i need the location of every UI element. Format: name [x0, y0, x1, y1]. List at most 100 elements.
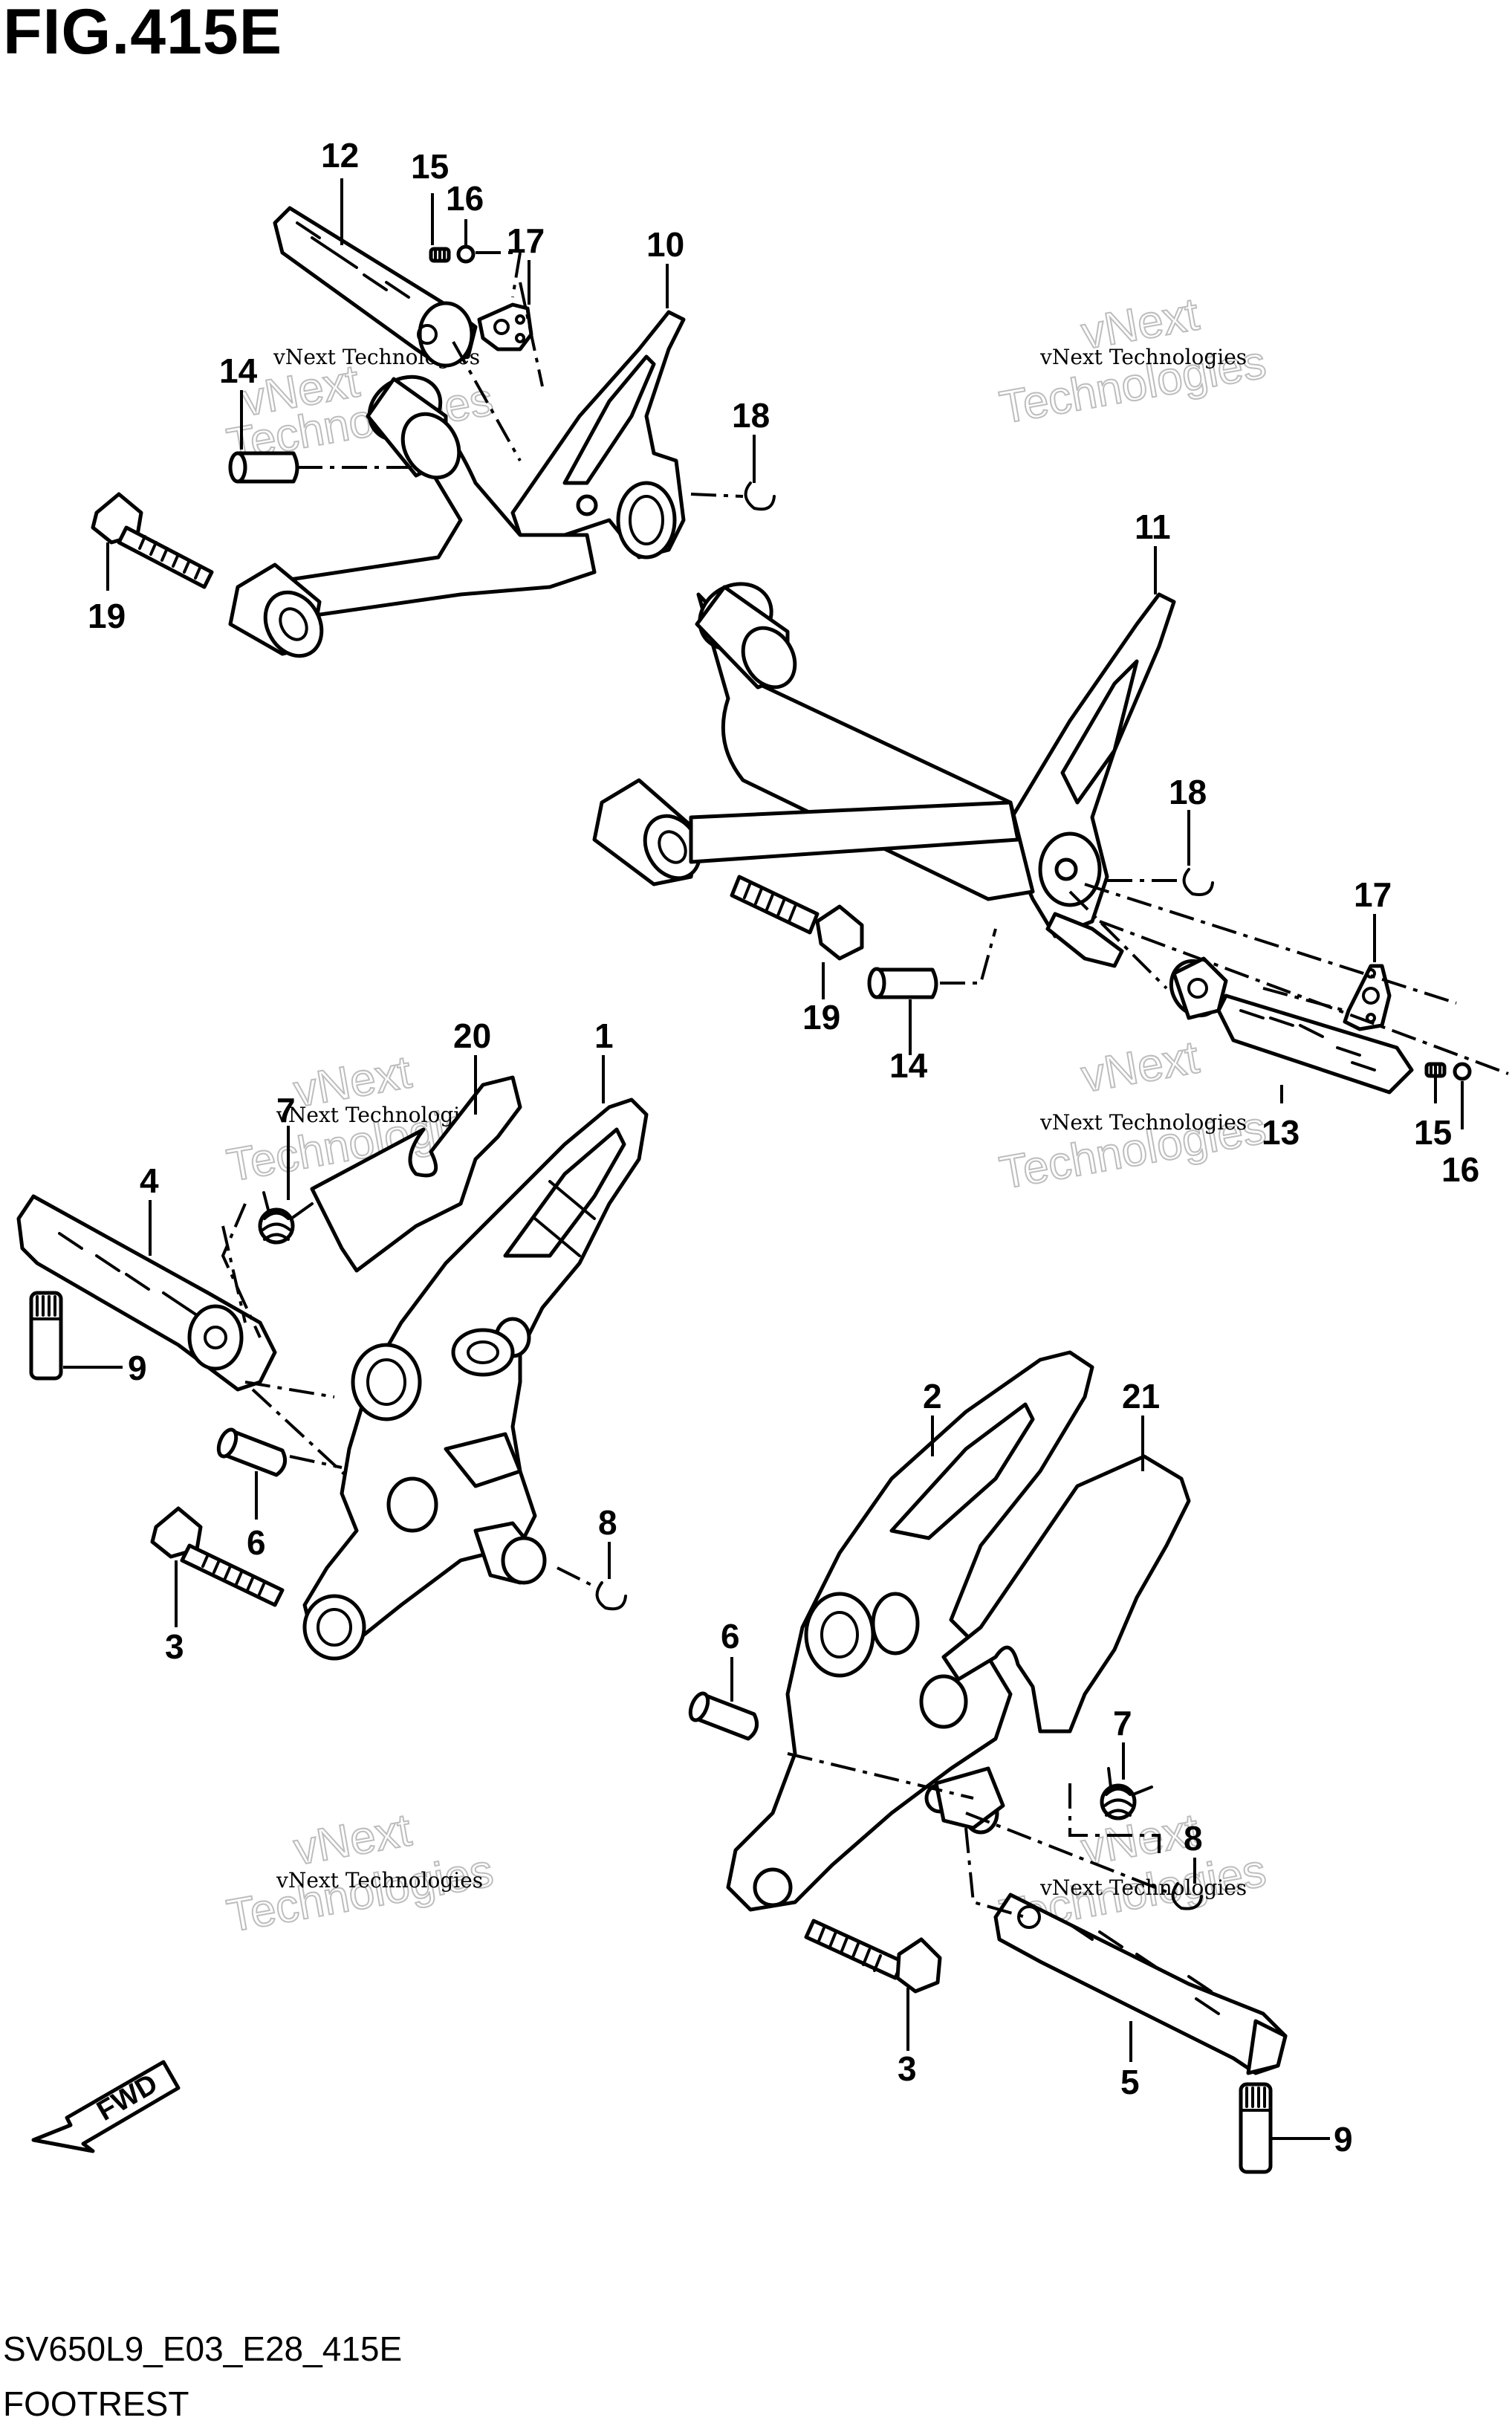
- clip-18-top: [744, 481, 776, 511]
- footrest-peg-5: [993, 1893, 1288, 2075]
- align-line-13-right: [1068, 890, 1168, 990]
- heel-guard-20: [310, 1075, 522, 1273]
- callout-21: 21: [1122, 1377, 1160, 1416]
- callout-20: 20: [453, 1016, 491, 1055]
- align-line-14-right: [940, 928, 997, 985]
- clip-18-right: [1182, 868, 1214, 896]
- bolt-19-right: [730, 875, 864, 961]
- callout-9-left: 9: [128, 1349, 147, 1387]
- callout-10: 10: [646, 225, 684, 264]
- footrest-peg-4: [16, 1194, 277, 1392]
- washer-16-right: [1453, 1062, 1472, 1081]
- spring-7-left: [258, 1191, 314, 1245]
- callout-6-left: 6: [247, 1523, 266, 1562]
- callout-16-top: 16: [446, 179, 484, 218]
- align-line-18-top: [690, 493, 744, 498]
- footrest-peg-12: [273, 206, 478, 368]
- align-line-16-top: [476, 251, 522, 298]
- clip-8-right: [1171, 1882, 1203, 1910]
- pin-6-left: [216, 1427, 288, 1477]
- figure-code: SV650L9_E03_E28_415E: [3, 2329, 403, 2368]
- callout-13: 13: [1262, 1113, 1300, 1152]
- svg-text:vNext Technologies: vNext Technologies: [1039, 1875, 1247, 1900]
- callout-15-top: 15: [411, 147, 449, 186]
- callout-15-right: 15: [1414, 1113, 1452, 1152]
- watermark-4: vNext Technologies vNext Technologies: [995, 1031, 1270, 1199]
- callout-7-right: 7: [1113, 1704, 1132, 1742]
- align-line-7-right: [1068, 1783, 1161, 1858]
- callout-17-top: 17: [507, 221, 545, 260]
- align-line-8-right: [965, 1812, 1175, 1896]
- watermark-5: vNext Technologies vNext Technologies: [222, 1803, 497, 1942]
- align-line-6-left: [289, 1455, 343, 1469]
- bolt-3-left: [150, 1506, 285, 1607]
- callout-3-left: 3: [165, 1627, 184, 1666]
- align-line-16-right: [1099, 920, 1509, 1075]
- callout-labels: 12 15 16 17 10 14 18 19 11 18 17 19 14 1…: [88, 136, 1479, 2159]
- pin-6-right: [688, 1691, 759, 1741]
- align-line-6-right: [787, 1752, 974, 1800]
- svg-text:vNext: vNext: [1077, 1031, 1202, 1102]
- callout-8-right: 8: [1184, 1819, 1203, 1858]
- footrest-arm-10-tubes: [228, 374, 597, 658]
- align-line-plate-right: [1262, 987, 1346, 1012]
- washer-16-top: [456, 244, 476, 264]
- footrest-peg-13: [1169, 956, 1414, 1095]
- align-line-17-top: [519, 282, 544, 387]
- rear-footrest-bracket-10: [510, 310, 686, 560]
- align-line-17-right: [1084, 883, 1457, 1005]
- callout-5: 5: [1120, 2063, 1140, 2101]
- callout-3-right: 3: [898, 2049, 917, 2088]
- callout-8-left: 8: [598, 1503, 617, 1542]
- callout-12: 12: [321, 136, 359, 175]
- pin-9-left: [29, 1291, 63, 1381]
- svg-text:vNext Technologies: vNext Technologies: [1039, 345, 1247, 369]
- footrest-arm-11-tubes: [592, 582, 1035, 901]
- callout-7-left: 7: [276, 1091, 296, 1129]
- bolt-3-right: [804, 1919, 942, 1994]
- svg-text:vNext Technologies: vNext Technologies: [276, 1103, 483, 1127]
- fwd-arrow: FWD: [31, 2060, 181, 2153]
- spring-7-right: [1100, 1767, 1153, 1820]
- figure-title: FIG.415E: [3, 0, 283, 68]
- bolt-15-top: [429, 247, 451, 263]
- plate-17-top: [477, 302, 533, 351]
- bolt-19-top: [91, 492, 214, 589]
- watermark-2: vNext Technologies vNext Technologies: [995, 288, 1270, 434]
- pin-14-right: [867, 967, 938, 999]
- align-line-peg-left: [251, 1388, 351, 1480]
- callout-19-right: 19: [802, 998, 840, 1037]
- align-line-peg-left-2: [244, 1381, 335, 1398]
- align-line-12-top: [452, 341, 522, 461]
- callout-17-right: 17: [1354, 875, 1392, 914]
- callout-16-right: 16: [1441, 1150, 1479, 1189]
- pin-14-top: [228, 451, 299, 484]
- plate-17-right: [1343, 964, 1392, 1031]
- callout-18-top: 18: [732, 396, 770, 435]
- callout-1: 1: [594, 1016, 614, 1055]
- rear-footrest-bracket-11: [1001, 592, 1176, 968]
- svg-text:vNext Technologies: vNext Technologies: [1039, 1110, 1247, 1135]
- callout-9-right: 9: [1334, 2120, 1353, 2159]
- callout-6-right: 6: [721, 1617, 740, 1656]
- callout-14-right: 14: [889, 1046, 928, 1085]
- heel-guard-21: [941, 1454, 1191, 1734]
- bolt-15-right: [1424, 1062, 1447, 1078]
- svg-text:vNext Technologies: vNext Technologies: [276, 1868, 483, 1893]
- leader-lines: [63, 178, 1464, 2140]
- align-line-4-left: [221, 1225, 247, 1323]
- callout-19-top: 19: [88, 597, 126, 635]
- align-line-8-left: [557, 1566, 595, 1588]
- align-line-7-left: [221, 1203, 262, 1338]
- front-footrest-bracket-1: [302, 1097, 649, 1661]
- pin-9-right: [1239, 2082, 1273, 2174]
- callout-2: 2: [923, 1377, 942, 1416]
- callout-18-right: 18: [1169, 773, 1207, 811]
- callout-11: 11: [1135, 508, 1171, 546]
- align-line-5-right: [964, 1827, 1026, 1919]
- clip-8-left: [595, 1581, 627, 1611]
- callout-4: 4: [140, 1161, 159, 1200]
- figure-name: FOOTREST: [3, 2384, 189, 2423]
- callout-14-top: 14: [219, 351, 258, 390]
